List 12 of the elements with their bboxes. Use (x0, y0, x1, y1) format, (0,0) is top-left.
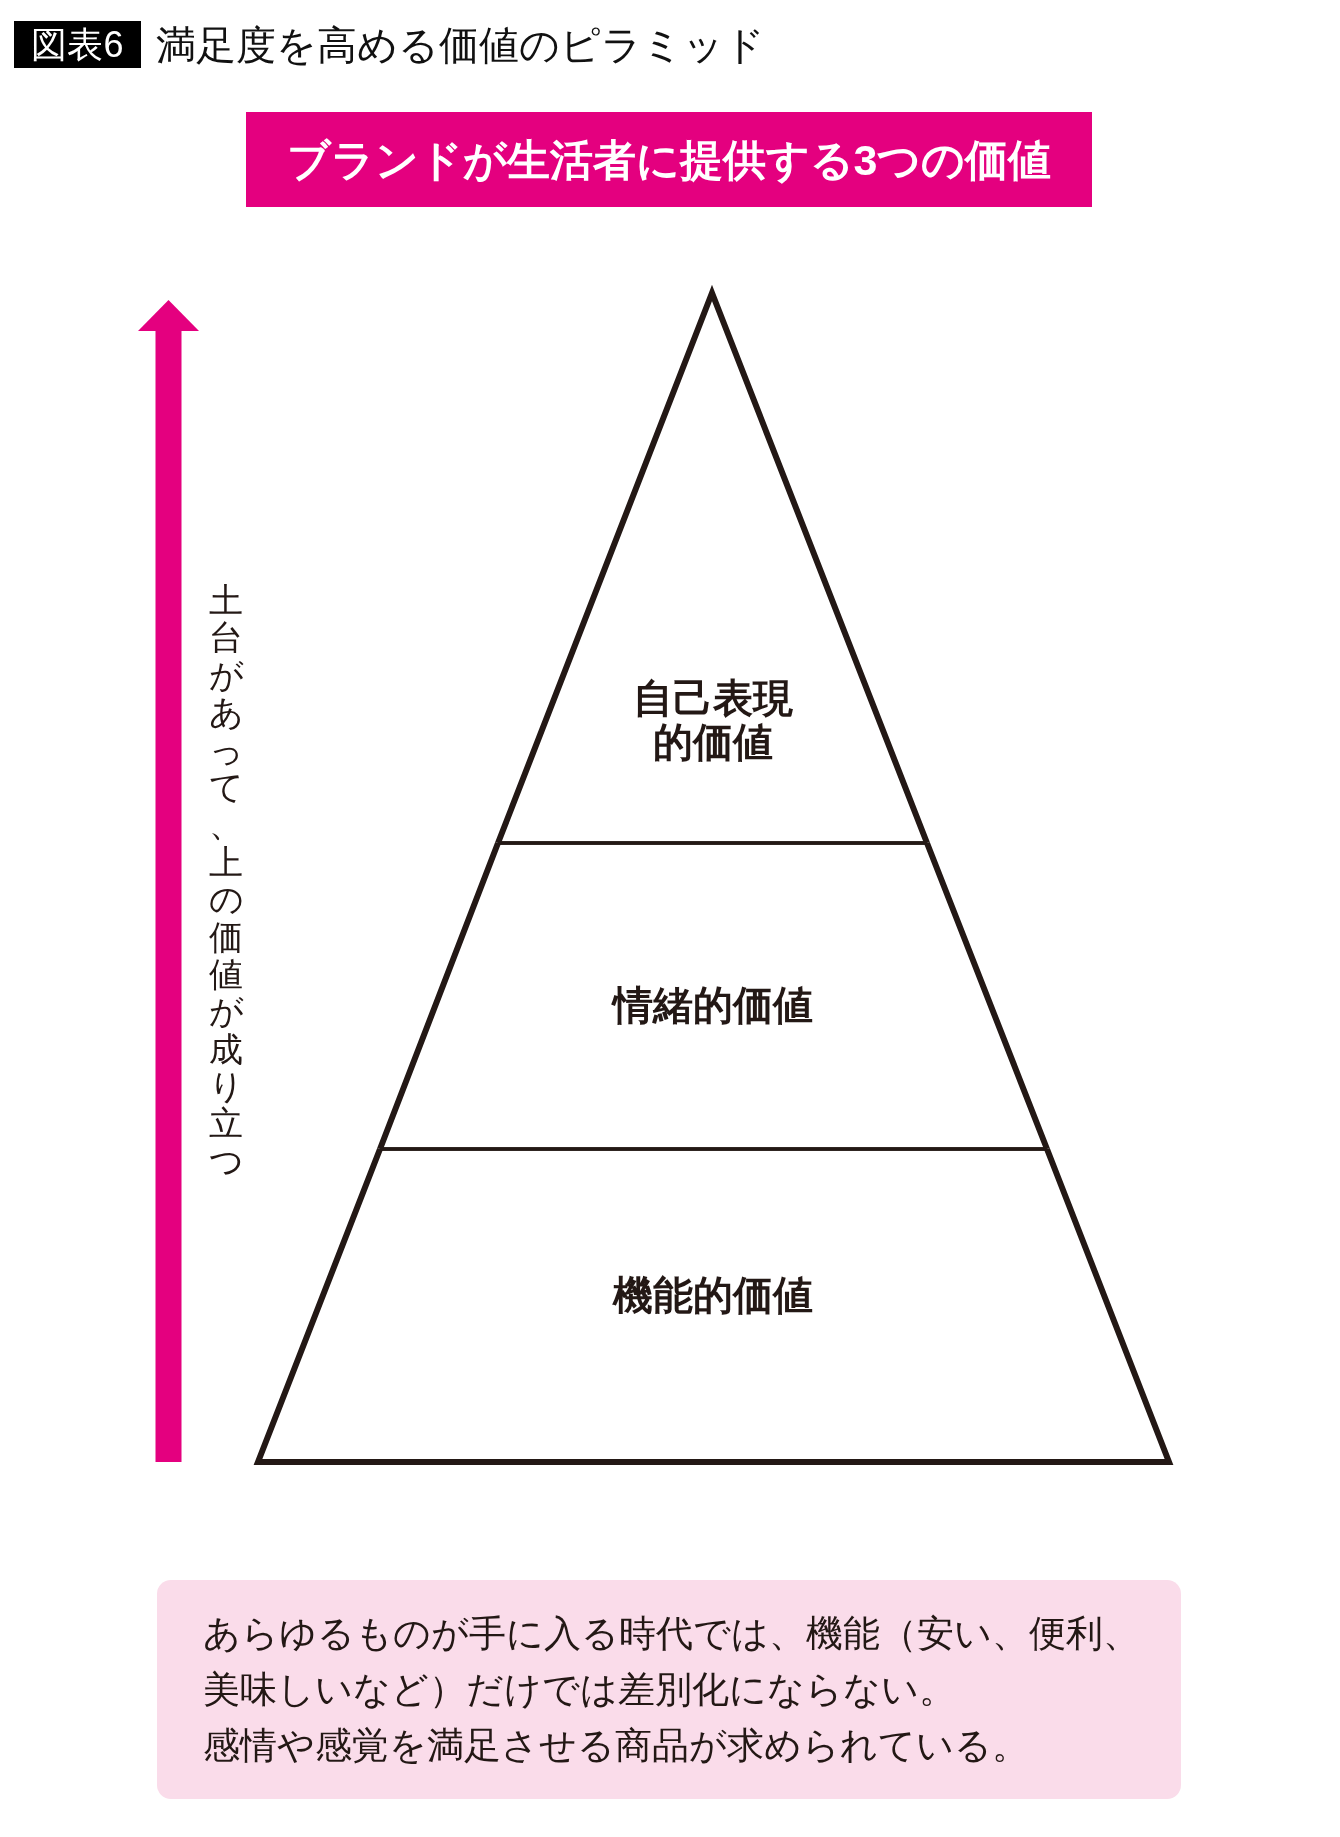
tier-label: 自己表現的価値 (632, 676, 794, 764)
vertical-caption: 土台があって、上の価値が成り立つ (209, 582, 243, 1181)
tier-label: 情緒的価値 (613, 983, 813, 1027)
tier-label: 機能的価値 (613, 1273, 813, 1317)
title-banner (246, 112, 1092, 207)
note-text: あらゆるものが手に入る時代では、機能（安い、便利、美味しいなど）だけでは差別化にならない。 (203, 1612, 1141, 1712)
diagram-title: 満足度を高める価値のピラミッド (156, 22, 765, 69)
note-text: 感情や感覚を満足させる商品が求められている。 (203, 1724, 1030, 1768)
pyramid-tier (253, 1144, 1174, 1467)
figure-number: 図表6 (14, 21, 141, 68)
note-panel (157, 1580, 1181, 1799)
banner-heading: ブランドが生活者に提供する3つの価値 (286, 134, 1052, 186)
